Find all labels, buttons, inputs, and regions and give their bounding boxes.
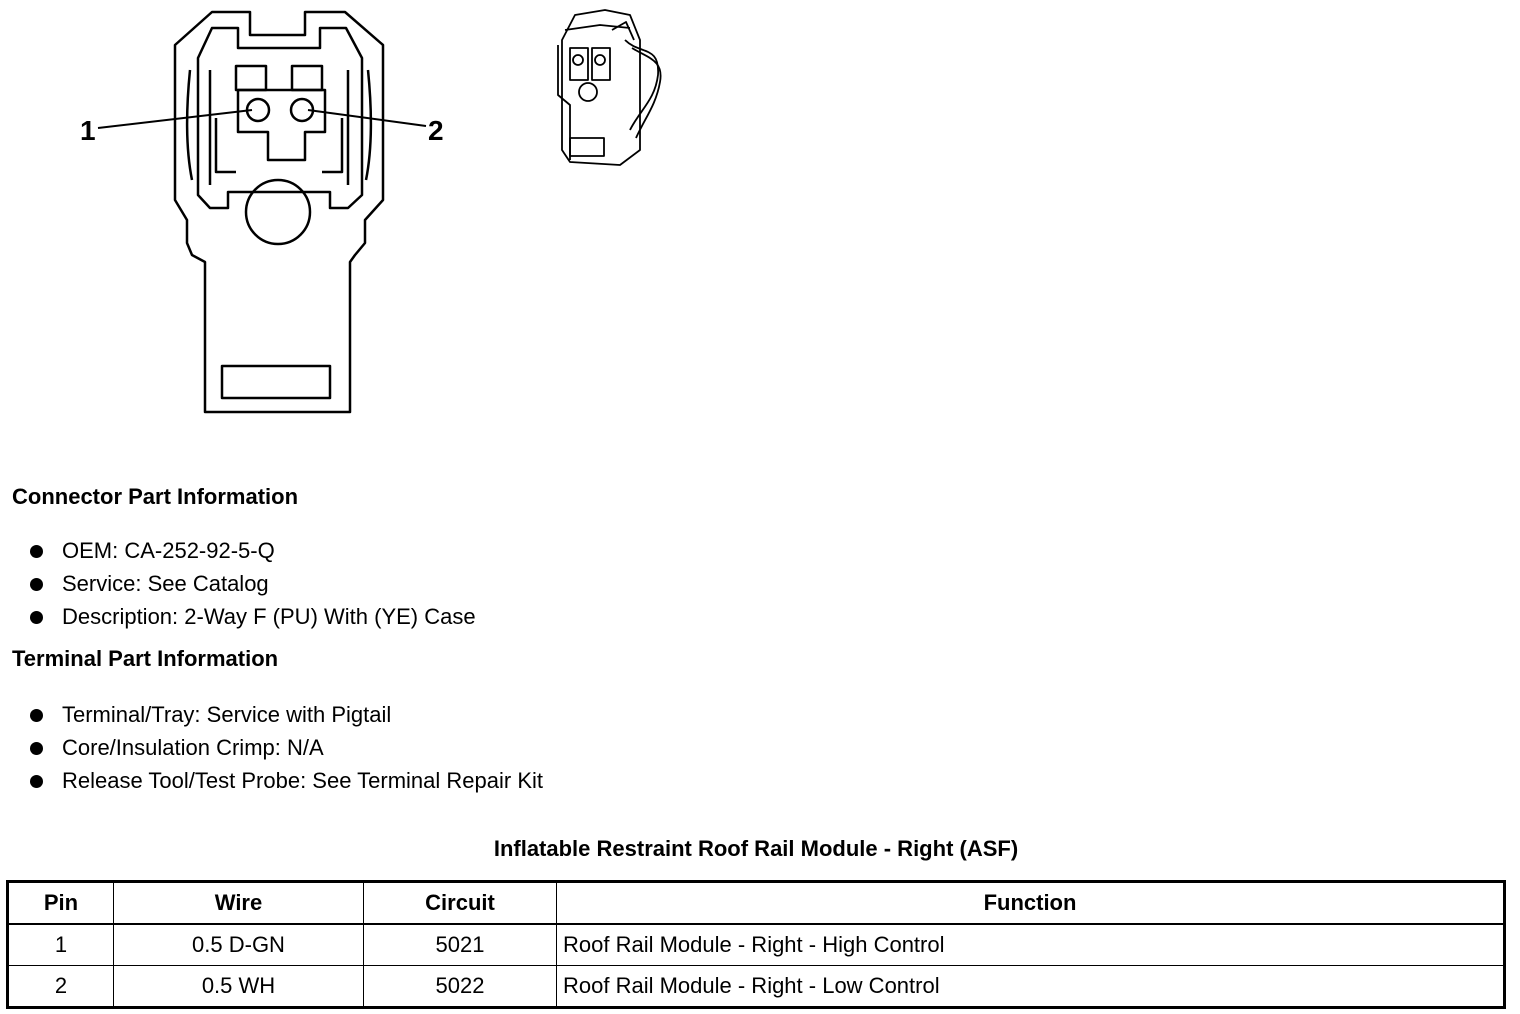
pinout-table: Pin Wire Circuit Function 1 0.5 D-GN 502…: [6, 880, 1506, 1009]
pin-2-label: 2: [428, 115, 444, 146]
connector-isometric-view: [557, 9, 662, 166]
pinout-table-title: Inflatable Restraint Roof Rail Module - …: [493, 836, 1019, 861]
table-header-row: Pin Wire Circuit Function: [7, 881, 1505, 925]
circuit-cell: 5021: [363, 923, 557, 966]
pin-leader-lines: [97, 109, 427, 129]
connector-face-view: [173, 10, 385, 414]
function-cell: Roof Rail Module - Right - Low Control: [556, 965, 1505, 1008]
table-row: 1 0.5 D-GN 5021 Roof Rail Module - Right…: [7, 923, 1505, 966]
list-item: Core/Insulation Crimp: N/A: [30, 731, 543, 764]
pin-1-label: 1: [80, 115, 96, 146]
column-header-circuit: Circuit: [363, 881, 557, 925]
terminal-part-info-heading: Terminal Part Information: [12, 646, 279, 671]
connector-part-info-list: OEM: CA-252-92-5-Q Service: See Catalog …: [30, 534, 476, 633]
list-item: Service: See Catalog: [30, 567, 476, 600]
terminal-part-info-list: Terminal/Tray: Service with Pigtail Core…: [30, 698, 543, 797]
pin-cell: 1: [7, 923, 114, 966]
connector-part-info-heading: Connector Part Information: [12, 484, 299, 509]
list-item: Terminal/Tray: Service with Pigtail: [30, 698, 543, 731]
column-header-wire: Wire: [113, 881, 364, 925]
column-header-pin: Pin: [7, 881, 114, 925]
function-cell: Roof Rail Module - Right - High Control: [556, 923, 1505, 966]
table-row: 2 0.5 WH 5022 Roof Rail Module - Right -…: [7, 965, 1505, 1008]
column-header-function: Function: [556, 881, 1505, 925]
list-item: OEM: CA-252-92-5-Q: [30, 534, 476, 567]
circuit-cell: 5022: [363, 965, 557, 1008]
list-item: Release Tool/Test Probe: See Terminal Re…: [30, 764, 543, 797]
connector-diagram: 1 2: [80, 9, 662, 414]
wire-cell: 0.5 D-GN: [113, 923, 364, 966]
wire-cell: 0.5 WH: [113, 965, 364, 1008]
list-item: Description: 2-Way F (PU) With (YE) Case: [30, 600, 476, 633]
pin-cell: 2: [7, 965, 114, 1008]
